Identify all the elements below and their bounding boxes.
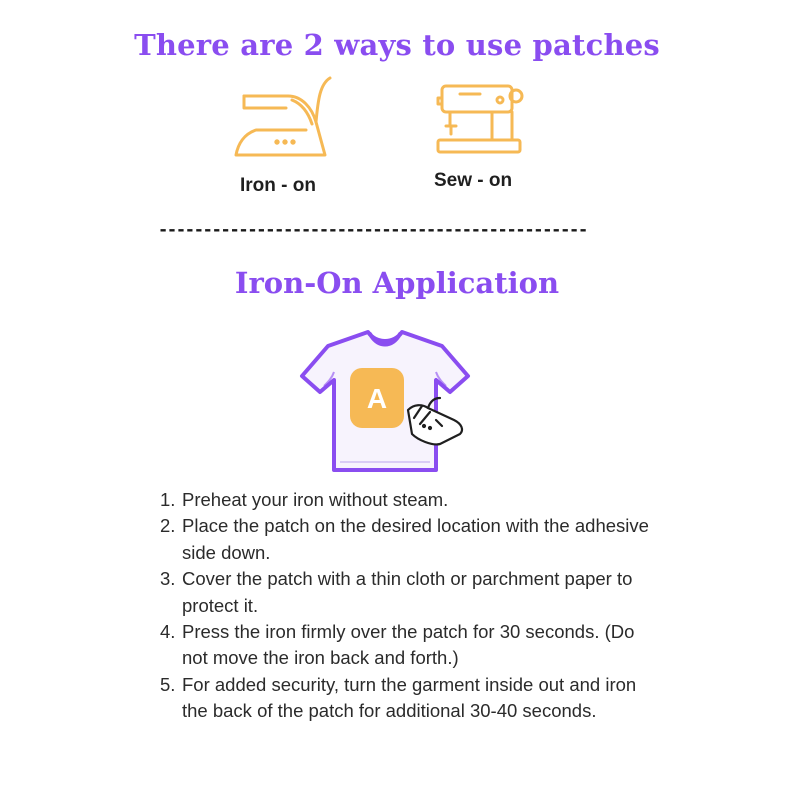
section-divider: ----------------------------------------… [158, 220, 588, 240]
sewing-machine-icon [436, 84, 524, 154]
hand-iron-icon [406, 396, 464, 446]
page-title: There are 2 ways to use patches [134, 28, 660, 62]
step-item: 4.Press the iron firmly over the patch f… [160, 621, 635, 669]
iron-icon [234, 76, 332, 157]
section-title: Iron-On Application [234, 266, 560, 300]
patch-badge [350, 368, 404, 428]
instruction-steps: 1.Preheat your iron without steam. 2.Pla… [160, 487, 660, 725]
step-item: 3.Cover the patch with a thin cloth or p… [160, 568, 633, 616]
tshirt-illustration: A [300, 330, 470, 472]
patch-letter: A [367, 383, 387, 414]
method-label-iron-on: Iron - on [240, 175, 316, 196]
method-label-sew-on: Sew - on [434, 170, 513, 191]
step-item: 5.For added security, turn the garment i… [160, 673, 637, 722]
step-item: 2.Place the patch on the desired locatio… [160, 515, 649, 563]
step-item: 1.Preheat your iron without steam. [160, 489, 449, 510]
